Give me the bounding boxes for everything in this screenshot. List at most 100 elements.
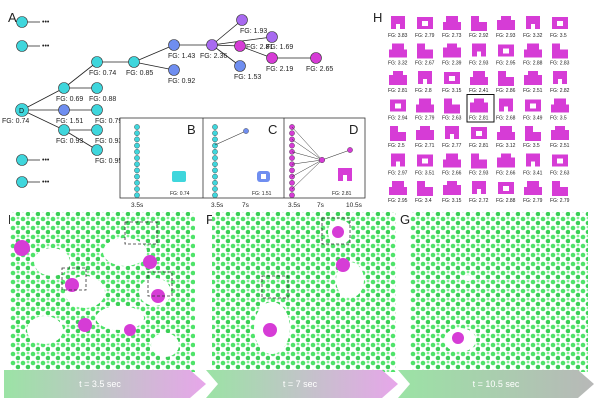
grid-shape bbox=[443, 43, 461, 58]
swarm-field bbox=[410, 212, 588, 372]
ellipsis: ••• bbox=[42, 43, 50, 50]
grid-fg-label: FG: 2.51 bbox=[523, 88, 543, 94]
panel-label-c: C bbox=[268, 122, 277, 137]
tree-node bbox=[91, 104, 103, 116]
timeline-arrow bbox=[206, 370, 398, 398]
inset-d-tick: 10.5s bbox=[346, 202, 363, 209]
grid-fg-label: FG: 3.41 bbox=[523, 171, 543, 177]
tree-edge bbox=[133, 61, 175, 71]
grid-fg-label: FG: 2.82 bbox=[550, 88, 570, 94]
timeline: t = 3.5 sec t = 7 sec t = 10.5 sec bbox=[4, 370, 594, 398]
panel-label-d: D bbox=[349, 122, 358, 137]
lineage-edge bbox=[321, 149, 351, 161]
grid-shape bbox=[417, 181, 433, 196]
robot-shape-magenta bbox=[14, 240, 30, 256]
grid-shape bbox=[525, 99, 541, 112]
grid-fg-label: FG: 2.39 bbox=[442, 61, 462, 67]
tree-node bbox=[168, 39, 180, 51]
grid-fg-label: FG: 3.12 bbox=[496, 143, 516, 149]
inset-b-lineage bbox=[134, 124, 140, 198]
lineage-node bbox=[289, 130, 295, 136]
timeline-label: t = 10.5 sec bbox=[473, 379, 520, 389]
highlight-box bbox=[321, 217, 351, 245]
panel-label-h: H bbox=[373, 10, 382, 25]
timeline-label: t = 3.5 sec bbox=[79, 379, 121, 389]
grid-shape bbox=[444, 98, 460, 114]
tree-fg-label: FG: 1.43 bbox=[168, 53, 195, 60]
grid-fg-label: FG: 2.51 bbox=[550, 143, 570, 149]
grid-shape bbox=[416, 98, 434, 113]
lineage-edge bbox=[291, 159, 323, 165]
panel-label-a: A bbox=[8, 10, 17, 25]
tree-node bbox=[91, 82, 103, 94]
tree-fg-label: FG: 1.93 bbox=[240, 28, 267, 35]
swarm-snapshot-f bbox=[212, 212, 396, 372]
tree-fg-label: FG: 0.79 bbox=[95, 118, 122, 125]
tree-node bbox=[91, 56, 103, 68]
tree-node bbox=[15, 103, 29, 117]
tree-node bbox=[266, 31, 278, 43]
panel-label-g: G bbox=[400, 212, 410, 227]
inset-c-tick: 7s bbox=[242, 202, 250, 209]
tree-node bbox=[91, 144, 103, 156]
grid-shape bbox=[498, 71, 514, 86]
lineage-edge bbox=[291, 159, 323, 177]
grid-fg-label: FG: 2.63 bbox=[442, 116, 462, 122]
lineage-edge bbox=[291, 159, 323, 190]
grid-shape bbox=[390, 126, 406, 141]
grid-fg-label: FG: 2.95 bbox=[388, 198, 408, 204]
lineage-node bbox=[289, 142, 295, 149]
lineage-node bbox=[212, 155, 218, 161]
grid-shape bbox=[418, 71, 432, 84]
tree-node bbox=[16, 154, 28, 166]
grid-fg-label: FG: 2.83 bbox=[550, 61, 570, 67]
swarm-gap bbox=[96, 306, 144, 330]
tree-node bbox=[58, 124, 70, 136]
grid-shape bbox=[470, 98, 488, 113]
swarm-gap bbox=[34, 248, 70, 276]
grid-shape bbox=[552, 181, 568, 196]
grid-shape bbox=[472, 43, 486, 57]
lineage-node bbox=[134, 130, 140, 136]
tree-edge bbox=[133, 44, 175, 63]
tree-fg-label: FG: 0.88 bbox=[89, 96, 116, 103]
robot-shape-magenta bbox=[78, 318, 92, 332]
grid-fg-label: FG: 3.15 bbox=[442, 88, 462, 94]
grid-shape bbox=[552, 43, 568, 59]
grid-shape bbox=[391, 16, 405, 29]
grid-shape bbox=[417, 154, 433, 167]
swarm-gap bbox=[27, 316, 63, 344]
shape-thumbnail-magenta bbox=[338, 168, 352, 181]
robot-shape-magenta bbox=[452, 332, 464, 344]
grid-fg-label: FG: 2.68 bbox=[496, 116, 516, 122]
grid-shape bbox=[524, 71, 542, 85]
lineage-node bbox=[212, 192, 218, 198]
grid-fg-label: FG: 2.86 bbox=[496, 88, 516, 94]
grid-fg-label: FG: 2.94 bbox=[388, 116, 408, 122]
timeline-arrow bbox=[4, 370, 206, 398]
lineage-node bbox=[347, 147, 353, 153]
grid-shape bbox=[552, 154, 568, 167]
highlight-box bbox=[61, 267, 87, 291]
lineage-edge bbox=[291, 139, 323, 161]
grid-fg-label: FG: 2.92 bbox=[469, 33, 489, 39]
grid-shape bbox=[443, 16, 461, 30]
grid-fg-label: FG: 2.93 bbox=[469, 61, 489, 67]
shape-thumbnail-cyan bbox=[172, 171, 186, 182]
grid-fg-label: FG: 2.81 bbox=[388, 88, 408, 94]
grid-shape bbox=[389, 181, 407, 195]
tree-fg-label: FG: 2.19 bbox=[266, 66, 293, 73]
grid-shape bbox=[526, 16, 540, 29]
lineage-node bbox=[289, 148, 295, 155]
grid-shape bbox=[553, 71, 567, 84]
timeline-label: t = 7 sec bbox=[283, 379, 318, 389]
grid-shape bbox=[471, 127, 487, 139]
robot-shape-magenta bbox=[263, 323, 277, 337]
inset-c-fg: FG: 1.51 bbox=[252, 191, 272, 197]
swarm-gap bbox=[464, 275, 472, 281]
grid-shape bbox=[471, 153, 487, 169]
ellipsis: ••• bbox=[42, 19, 50, 26]
lineage-node bbox=[134, 148, 140, 155]
grid-fg-label: FG: 2.77 bbox=[442, 143, 462, 149]
highlight-box bbox=[261, 275, 289, 299]
